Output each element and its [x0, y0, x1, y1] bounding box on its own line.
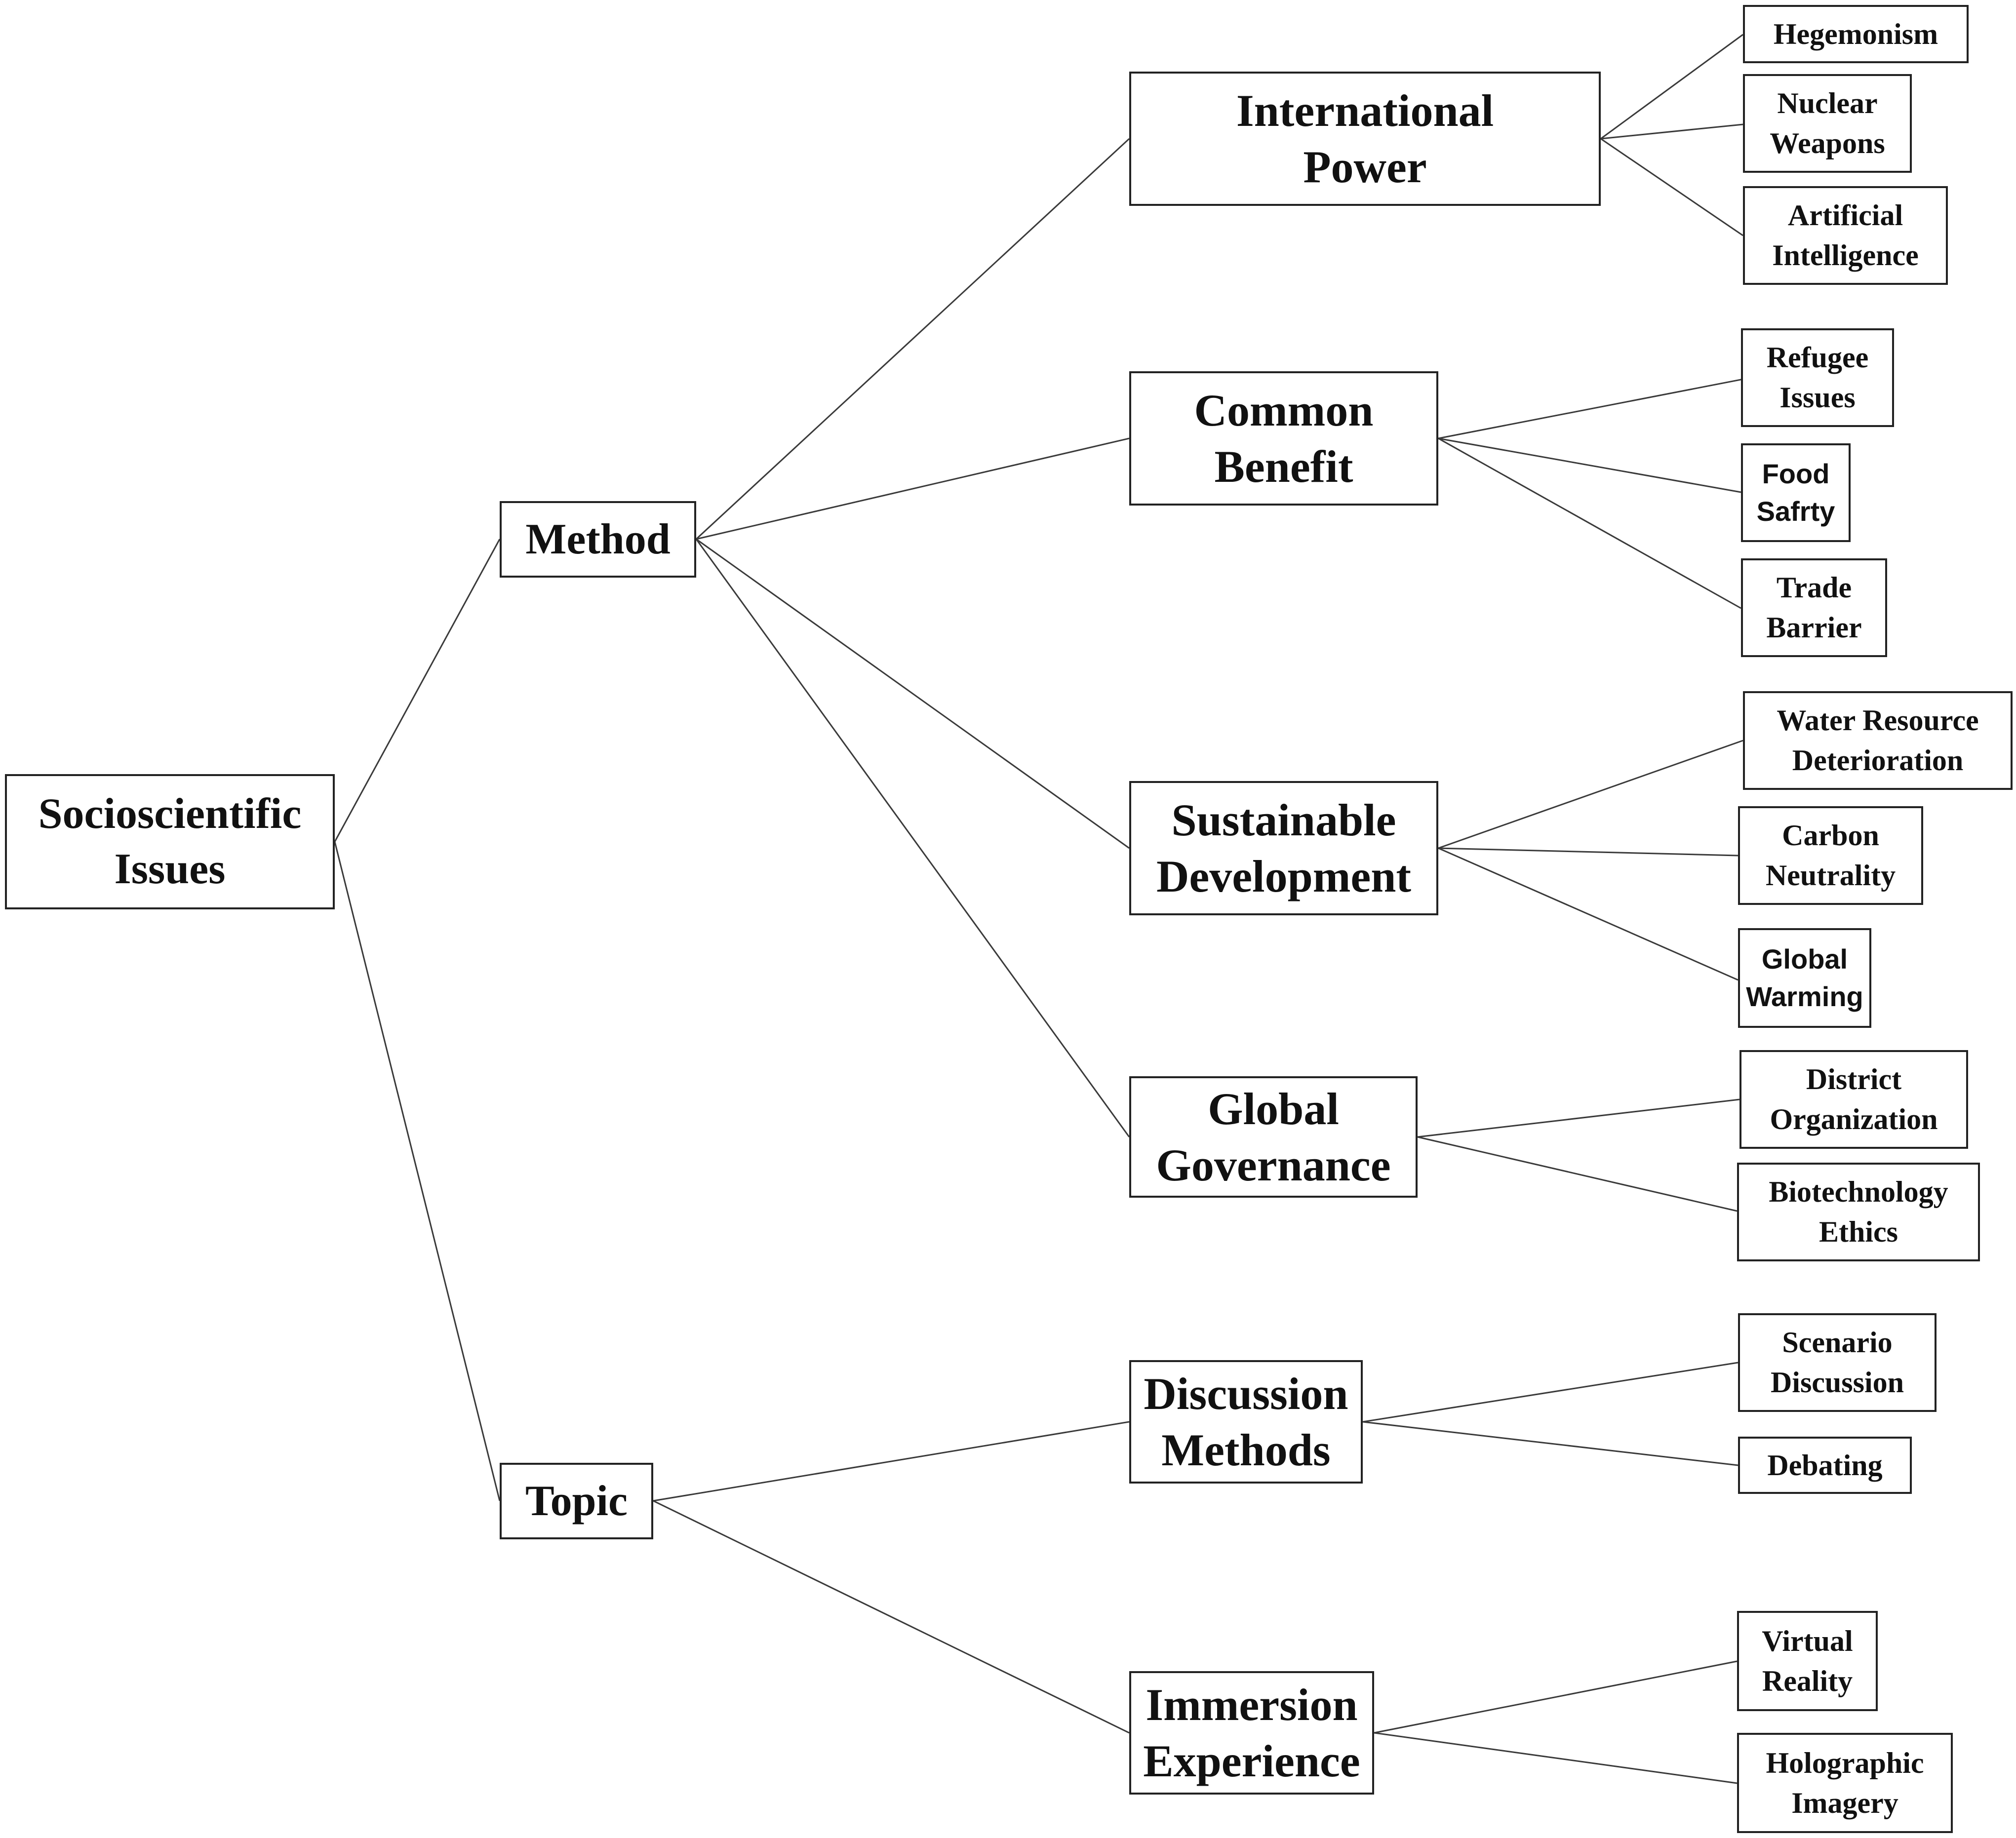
edge-gg-biotechnology-ethics	[1417, 1136, 1738, 1212]
leaf-water-resource-deterioration: Water Resource Deterioration	[1743, 691, 2013, 790]
topic-node: Topic	[500, 1463, 653, 1539]
edge-cb-refugee-issues	[1438, 374, 1767, 439]
leaf-refugee-issues: Refugee Issues	[1741, 328, 1894, 427]
leaf-artificial-intelligence: Artificial Intelligence	[1743, 186, 1948, 285]
edge-gg-district-organization	[1417, 1098, 1740, 1138]
global-governance-label: Global Governance	[1156, 1083, 1391, 1190]
leaf-debating: Debating	[1738, 1437, 1912, 1494]
leaf-label: Water Resource Deterioration	[1777, 704, 1979, 777]
leaf-label: Refugee Issues	[1766, 341, 1869, 414]
leaf-label: Carbon Neutrality	[1765, 819, 1896, 892]
edge-method-sustainable-development	[696, 538, 1130, 849]
sustainable-development-node: Sustainable Development	[1129, 781, 1438, 915]
leaf-hegemonism: Hegemonism	[1743, 5, 1969, 63]
international-power-label: International Power	[1236, 85, 1494, 192]
root-label: Socioscientific Issues	[38, 790, 302, 893]
leaf-label: Food Safrty	[1756, 458, 1835, 527]
common-benefit-node: Common Benefit	[1129, 371, 1438, 506]
sustainable-development-label: Sustainable Development	[1156, 794, 1412, 901]
leaf-district-organization: District Organization	[1739, 1050, 1968, 1149]
discussion-methods-node: Discussion Methods	[1129, 1360, 1363, 1484]
leaf-label: Artificial Intelligence	[1772, 199, 1919, 272]
edge-ip-hegemonism	[1600, 34, 1743, 140]
immersion-experience-label: Immersion Experience	[1143, 1679, 1360, 1786]
leaf-label: Debating	[1767, 1448, 1883, 1482]
common-benefit-label: Common Benefit	[1194, 385, 1374, 492]
leaf-nuclear-weapons: Nuclear Weapons	[1743, 74, 1912, 173]
edge-sd-global-warming	[1438, 847, 1739, 981]
edge-sd-water-resource	[1438, 740, 1743, 849]
leaf-carbon-neutrality: Carbon Neutrality	[1738, 806, 1923, 905]
edge-method-international-power	[695, 138, 1130, 540]
edge-cb-food-safrty	[1438, 437, 1741, 493]
leaf-virtual-reality: Virtual Reality	[1737, 1611, 1878, 1711]
edge-dm-scenario-discussion	[1362, 1362, 1739, 1423]
edge-method-global-governance	[695, 539, 1130, 1137]
topic-label: Topic	[525, 1477, 628, 1525]
edge-root-topic	[334, 841, 501, 1501]
leaf-label: District Organization	[1770, 1063, 1938, 1135]
international-power-node: International Power	[1129, 72, 1601, 206]
edge-topic-discussion-methods	[653, 1421, 1130, 1502]
edge-topic-immersion-experience	[653, 1500, 1130, 1734]
edge-ip-nuclear-weapons	[1600, 123, 1743, 140]
edge-method-common-benefit	[696, 437, 1130, 540]
leaf-label: Nuclear Weapons	[1770, 87, 1885, 159]
method-node: Method	[500, 501, 696, 578]
leaf-label: Biotechnology Ethics	[1769, 1175, 1948, 1248]
leaf-label: Trade Barrier	[1766, 571, 1862, 644]
leaf-holographic-imagery: Holographic Imagery	[1737, 1733, 1953, 1833]
root-node: Socioscientific Issues	[5, 774, 335, 909]
leaf-food-safrty: Food Safrty	[1741, 443, 1851, 542]
leaf-label: Virtual Reality	[1762, 1624, 1853, 1697]
edge-ip-artificial-intelligence	[1600, 138, 1743, 236]
leaf-label: Global Warming	[1746, 943, 1863, 1012]
leaf-biotechnology-ethics: Biotechnology Ethics	[1737, 1163, 1980, 1261]
leaf-global-warming: Global Warming	[1738, 928, 1871, 1028]
leaf-trade-barrier: Trade Barrier	[1741, 558, 1887, 657]
leaf-label: Scenario Discussion	[1770, 1326, 1904, 1399]
global-governance-node: Global Governance	[1129, 1076, 1418, 1198]
edge-dm-debating	[1362, 1421, 1739, 1466]
discussion-methods-label: Discussion Methods	[1144, 1368, 1348, 1475]
edge-cb-trade-barrier	[1438, 437, 1741, 609]
immersion-experience-node: Immersion Experience	[1129, 1671, 1374, 1795]
leaf-scenario-discussion: Scenario Discussion	[1738, 1313, 1937, 1412]
leaf-label: Holographic Imagery	[1766, 1746, 1924, 1819]
edge-ie-holographic-imagery	[1374, 1732, 1738, 1784]
method-label: Method	[525, 515, 671, 563]
edge-ie-virtual-reality	[1374, 1660, 1738, 1734]
edge-sd-carbon-neutrality	[1438, 847, 1739, 857]
edge-root-method	[334, 539, 501, 842]
leaf-label: Hegemonism	[1773, 17, 1938, 50]
